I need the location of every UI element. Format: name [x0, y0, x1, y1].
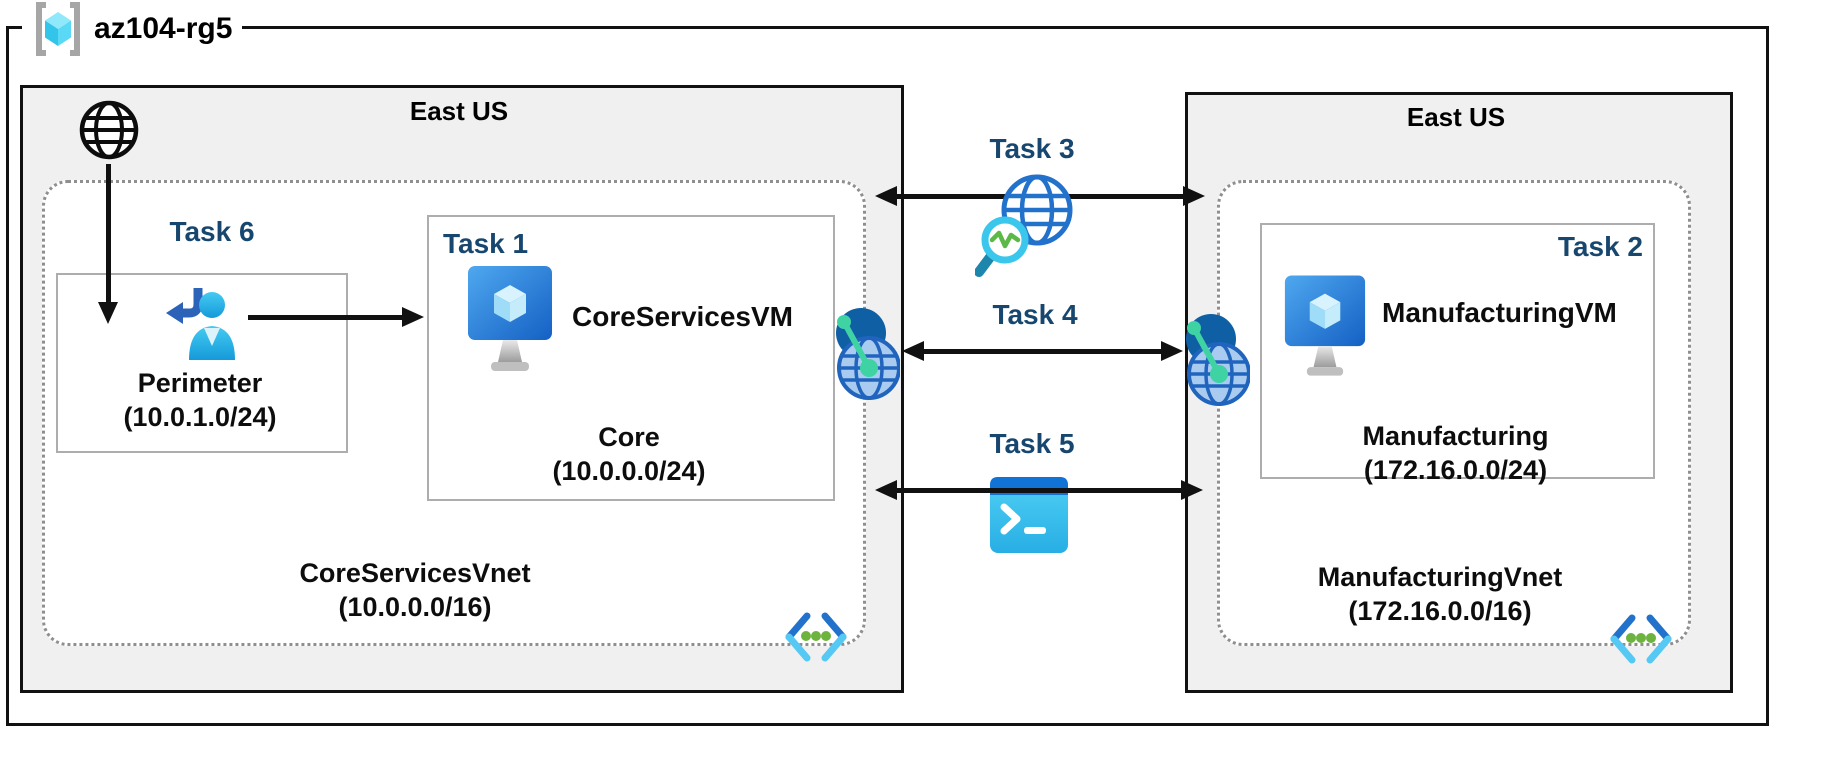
task3-label: Task 3: [989, 133, 1075, 164]
task5-label: Task 5: [989, 428, 1075, 459]
network-watcher-icon: [974, 172, 1080, 285]
sign-in-user-icon: [165, 284, 237, 365]
manufacturing-vnet-caption: ManufacturingVnet (172.16.0.0/16): [1190, 560, 1690, 628]
manufacturing-vm-name: ManufacturingVM: [1382, 297, 1617, 328]
manufacturing-subnet-name: Manufacturing: [1362, 421, 1549, 451]
resource-group-title: az104-rg5: [94, 12, 233, 45]
internet-to-perimeter-arrow: [106, 164, 111, 302]
task4-arrowhead-right: [1161, 341, 1183, 361]
task6-label: Task 6: [169, 216, 255, 247]
task3-arrowhead-left: [875, 186, 897, 206]
perimeter-subnet-name: Perimeter: [137, 368, 263, 398]
task3-arrowhead-right: [1183, 186, 1205, 206]
task5-arrow: [897, 488, 1181, 493]
internet-globe-icon: [77, 98, 141, 167]
manufacturing-subnet-cidr: (172.16.0.0/24): [1363, 455, 1548, 485]
task4-arrowhead-left: [902, 341, 924, 361]
internet-to-perimeter-arrowhead: [98, 302, 118, 324]
manufacturing-subnet-caption: Manufacturing (172.16.0.0/24): [1260, 419, 1651, 487]
task1-label: Task 1: [443, 228, 529, 259]
task4-arrow: [924, 349, 1161, 354]
core-subnet-name: Core: [598, 422, 660, 452]
task5-arrowhead-left: [875, 480, 897, 500]
core-vnet-cidr: (10.0.0.0/16): [338, 592, 492, 622]
core-vm-icon: [466, 264, 554, 381]
vnet-peering-icon-right: [1186, 312, 1251, 415]
right-region-label: East US: [1406, 102, 1506, 132]
core-vm-name: CoreServicesVM: [572, 301, 794, 332]
virtual-network-icon-right: [1610, 614, 1672, 669]
resource-group-icon: [32, 1, 84, 57]
task5-arrowhead-right: [1181, 480, 1203, 500]
virtual-network-icon-left: [785, 612, 847, 667]
manufacturing-vnet-name: ManufacturingVnet: [1317, 562, 1563, 592]
core-subnet-cidr: (10.0.0.0/24): [552, 456, 706, 486]
perimeter-subnet-cidr: (10.0.1.0/24): [123, 402, 277, 432]
left-region-label: East US: [409, 96, 509, 126]
task2-label: Task 2: [1557, 231, 1643, 262]
core-subnet-box: [427, 215, 835, 501]
task4-label: Task 4: [992, 299, 1078, 330]
core-subnet-caption: Core (10.0.0.0/24): [427, 420, 831, 488]
perimeter-to-vm-arrow: [248, 315, 402, 320]
core-vnet-caption: CoreServicesVnet (10.0.0.0/16): [165, 556, 665, 624]
resource-group-header: az104-rg5: [22, 0, 243, 58]
core-vnet-name: CoreServicesVnet: [299, 558, 531, 588]
manufacturing-vnet-cidr: (172.16.0.0/16): [1348, 596, 1532, 626]
manufacturing-vm-icon: [1283, 273, 1367, 386]
vnet-peering-icon-left: [836, 306, 901, 409]
perimeter-to-vm-arrowhead: [402, 307, 424, 327]
perimeter-subnet-caption: Perimeter (10.0.1.0/24): [56, 366, 344, 434]
